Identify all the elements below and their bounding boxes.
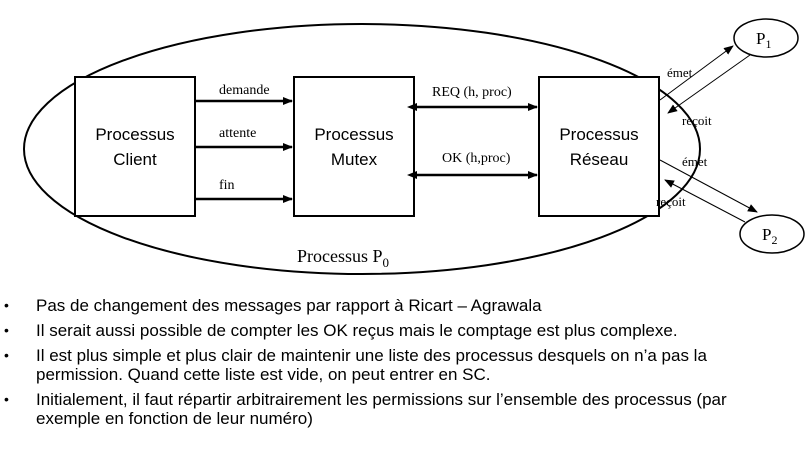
bullet-text: Il serait aussi possible de compter les … [36,321,678,340]
p1-send-arrow [659,45,734,101]
mutex-box-label-line1: Processus [314,125,393,144]
p2-process-circle [739,214,805,254]
client-box-label-line2: Client [113,150,157,169]
ok-label: OK (h,proc) [442,151,511,166]
p2-label: P2 [762,225,777,247]
bullet-list: • Pas de changement des messages par rapp… [0,296,790,434]
network-process-box [538,76,660,217]
attente-label: attente [219,126,256,141]
client-process-box [74,76,196,217]
mutex-box-label-line2: Mutex [331,150,378,169]
network-box-label-line2: Réseau [570,150,629,169]
bullet-item: • Initialement, il faut répartir arbitrai… [0,390,790,428]
p1-receive-label: reçoit [682,113,712,128]
p1-label: P1 [756,29,771,51]
bullet-glyph: • [4,347,9,363]
mutex-process-box [293,76,415,217]
bullet-glyph: • [4,391,9,407]
process-p0-label: Processus P0 [297,246,389,270]
bullet-text: Il est plus simple et plus clair de main… [36,346,707,384]
bullet-glyph: • [4,322,9,338]
req-label: REQ (h, proc) [432,85,512,100]
bullet-text: Initialement, il faut répartir arbitrair… [36,390,727,428]
p2-receive-label: reçoit [656,194,686,209]
p2-receive-arrow [664,179,746,223]
demande-label: demande [219,83,270,98]
bullet-item: • Il serait aussi possible de compter les… [0,321,790,340]
p1-process-circle [733,18,799,58]
process-diagram: Processus Client Processus Mutex Process… [23,18,805,275]
bullet-text: Pas de changement des messages par rappo… [36,296,542,315]
network-box-label-line1: Processus [559,125,638,144]
process-p0-ellipse [23,23,701,275]
p2-send-arrow [659,159,758,213]
p1-send-label: émet [667,65,693,80]
client-box-label-line1: Processus [95,125,174,144]
p2-send-label: émet [682,154,708,169]
p1-receive-arrow [667,54,751,114]
fin-label: fin [219,178,235,193]
bullet-glyph: • [4,297,9,313]
bullet-item: • Pas de changement des messages par rapp… [0,296,790,315]
bullet-item: • Il est plus simple et plus clair de mai… [0,346,790,384]
